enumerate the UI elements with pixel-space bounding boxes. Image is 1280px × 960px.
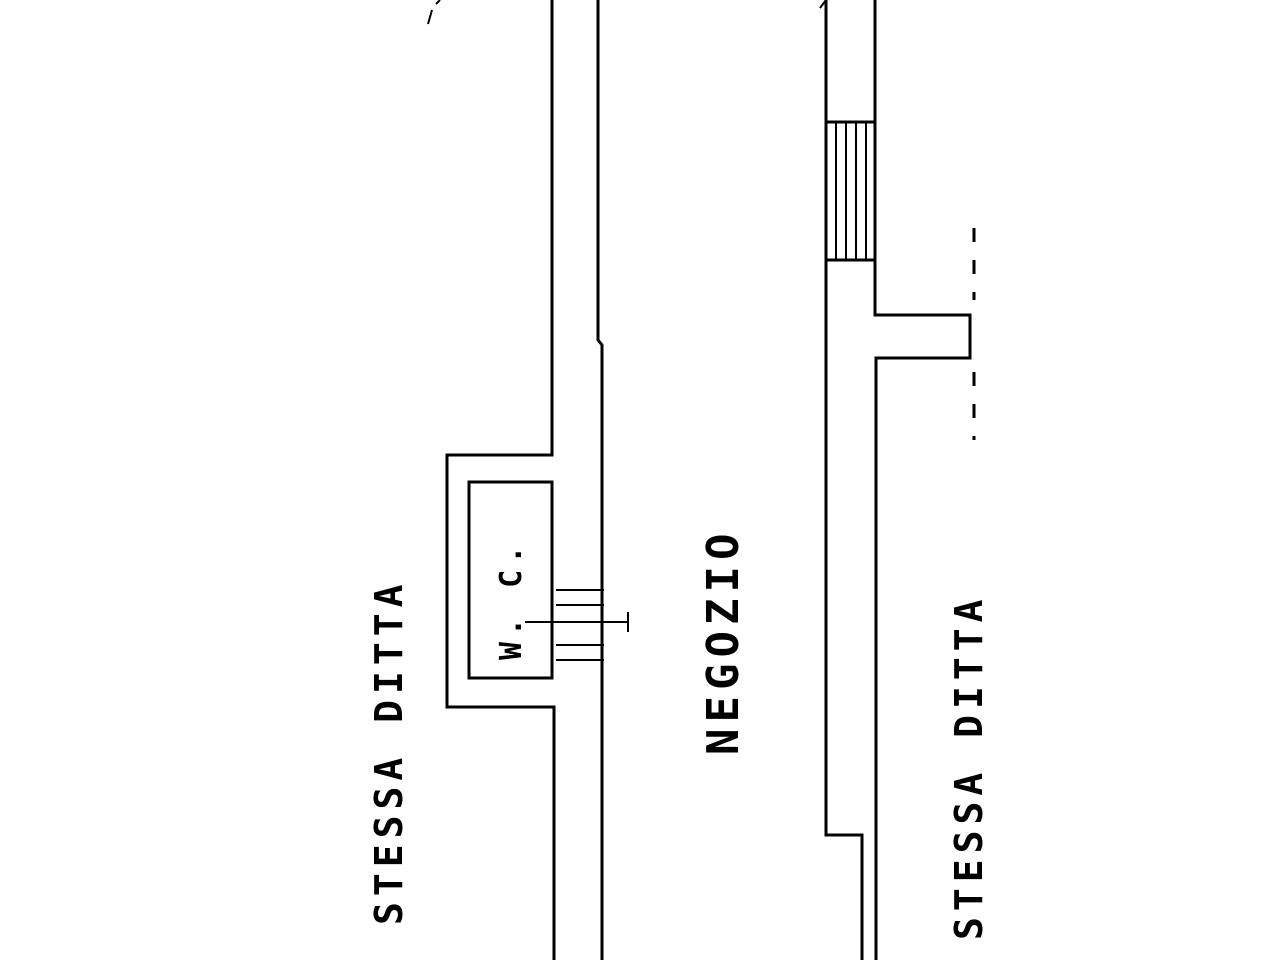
window-opening: [824, 120, 877, 262]
right-wall: [819, 0, 972, 960]
wc-door: [525, 589, 629, 661]
left-wall: [445, 0, 604, 960]
wc-label: W. C.: [494, 540, 529, 660]
wc-room: [467, 480, 629, 680]
stray-mark: [427, 0, 441, 25]
right-owner-label: STESSA DITTA: [947, 593, 991, 940]
room-label: NEGOZIO: [698, 528, 749, 755]
left-owner-label: STESSA DITTA: [367, 578, 411, 925]
